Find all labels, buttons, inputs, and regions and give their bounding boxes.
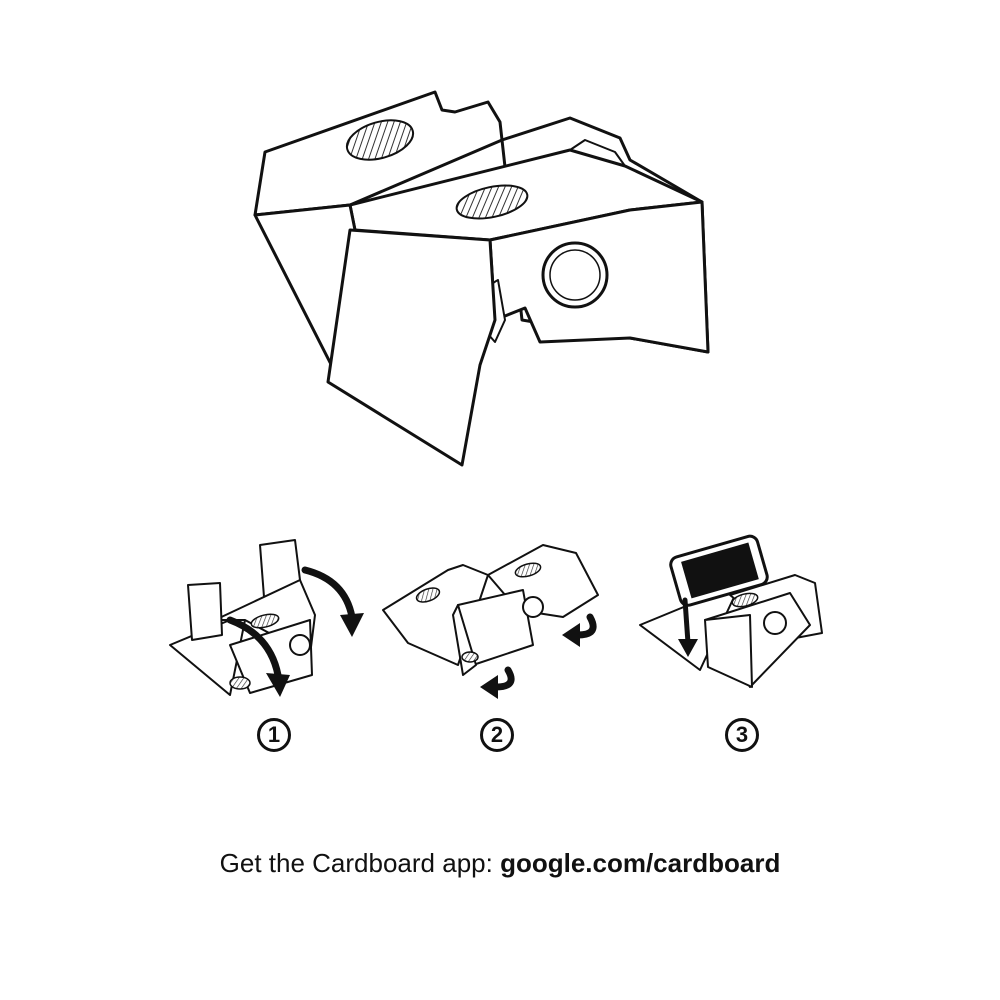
phone-insert-illustration	[639, 534, 823, 688]
step-number-2: 2	[480, 718, 514, 752]
step-number-3: 3	[725, 718, 759, 752]
cardboard-url-link[interactable]: google.com/cardboard	[500, 848, 781, 878]
footer-caption: Get the Cardboard app: google.com/cardbo…	[0, 848, 1000, 879]
cardboard-viewer-illustration	[253, 90, 710, 467]
step-number-1: 1	[257, 718, 291, 752]
fold-step-illustration	[169, 539, 364, 697]
fold-step-illustration	[382, 544, 599, 699]
footer-prefix: Get the Cardboard app:	[219, 848, 501, 878]
